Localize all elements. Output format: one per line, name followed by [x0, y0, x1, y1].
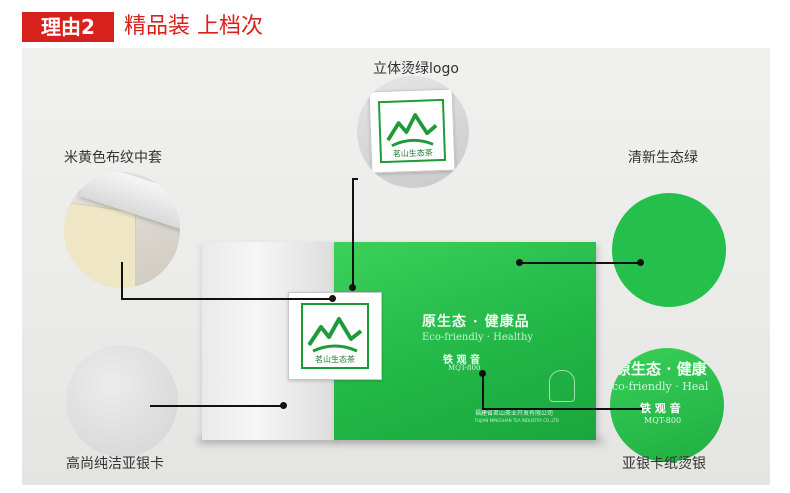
zoom-logo-tile: 茗山生态茶 — [368, 88, 456, 174]
connector-green-end-dot — [637, 259, 644, 266]
box-company-en: FUJIAN MINGSHAN TEA INDUSTRY CO.,LTD — [475, 418, 559, 423]
connector-green-dot — [516, 259, 523, 266]
zoom-slogan-cn: 原生态 · 健康 — [616, 360, 707, 378]
zoom-circle-foil: 原生态 · 健康 co-friendly · Heal 铁 观 音 MQT-80… — [610, 348, 724, 462]
zoom-circle-logo: 茗山生态茶 — [357, 76, 469, 188]
connector-foil-v — [482, 374, 484, 410]
zoom-product-name: 铁 观 音 — [640, 402, 681, 415]
section-title: 精品装 上档次 — [124, 14, 263, 39]
zoom-circle-green — [612, 193, 726, 307]
connector-foil-dot — [479, 370, 486, 377]
mountain-logo-icon — [386, 113, 438, 148]
connector-sleeve-h — [121, 298, 331, 300]
box-emblem-icon — [549, 370, 575, 402]
callout-label-green: 清新生态绿 — [628, 150, 698, 166]
sleeve-beige-fabric — [64, 200, 136, 288]
zoom-slogan-en: co-friendly · Heal — [612, 380, 709, 393]
box-logo-tile: 茗山生态茶 — [288, 292, 382, 380]
callout-label-silver-card: 高尚纯洁亚银卡 — [66, 456, 164, 472]
connector-silver-dot — [280, 402, 287, 409]
callout-label-sleeve: 米黄色布纹中套 — [64, 150, 162, 166]
connector-logo-h — [352, 178, 358, 180]
box-slogan-en: Eco-friendly · Healthy — [422, 332, 534, 343]
connector-sleeve-dot — [329, 295, 336, 302]
box-slogan-cn: 原生态 · 健康品 — [422, 314, 530, 330]
connector-logo-v1 — [352, 178, 354, 286]
connector-sleeve-v — [121, 262, 123, 300]
section-badge: 理由2 — [22, 12, 114, 42]
mountain-logo-icon — [307, 317, 363, 353]
zoom-product-code: MQT-800 — [644, 416, 682, 425]
zoom-circle-silver-card — [66, 345, 178, 457]
callout-label-logo: 立体烫绿logo — [373, 61, 459, 77]
box-product-name: 铁 观 音 — [443, 355, 480, 366]
connector-silver-h — [150, 405, 282, 407]
connector-green-h — [520, 262, 642, 264]
connector-logo-dot — [349, 284, 356, 291]
callout-label-foil: 亚银卡纸烫银 — [622, 456, 706, 472]
connector-foil-h — [482, 408, 642, 410]
zoom-logo-frame: 茗山生态茶 — [377, 98, 447, 164]
box-logo-brand: 茗山生态茶 — [315, 355, 355, 364]
box-logo-frame: 茗山生态茶 — [301, 303, 369, 369]
box-product-code: MQT-800 — [448, 364, 481, 372]
zoom-logo-brand: 茗山生态茶 — [392, 148, 433, 159]
box-shadow — [196, 436, 606, 446]
box-company: 福建省茗山茶业开发有限公司 — [475, 410, 554, 417]
